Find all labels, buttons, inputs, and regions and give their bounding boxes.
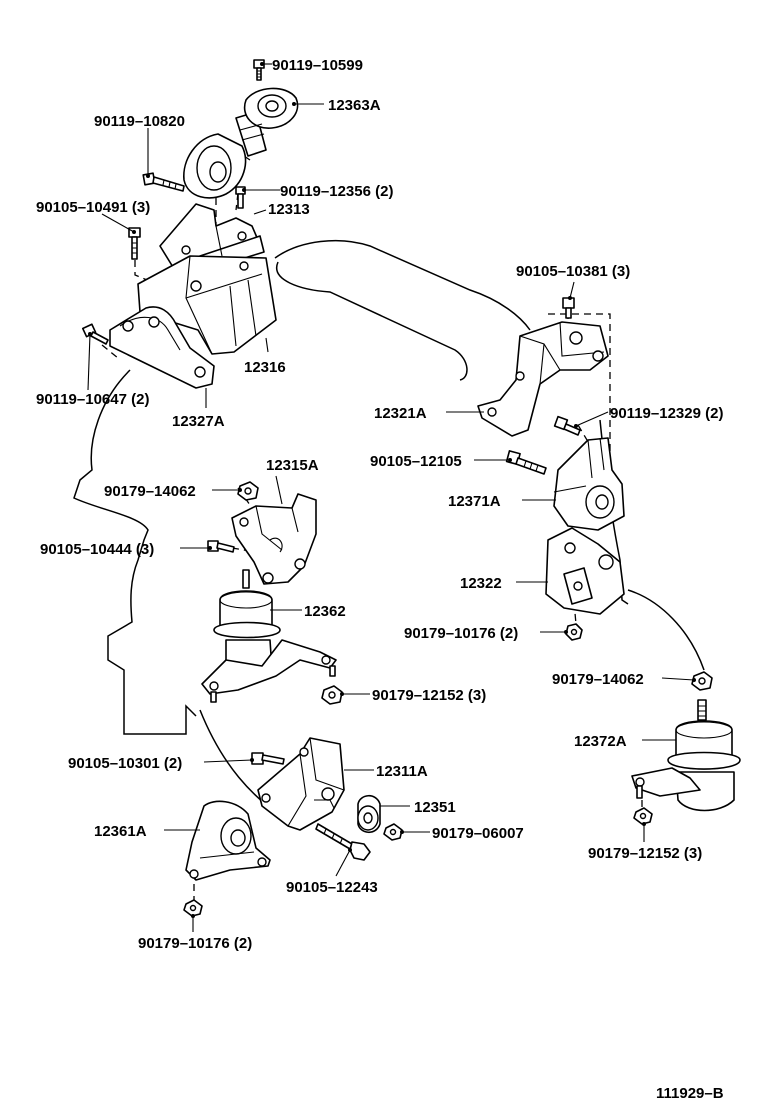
leader-lines [87,63,695,932]
label-12371A: 12371A [448,493,501,510]
label-12315A: 12315A [266,457,319,474]
label-12313: 12313 [268,201,310,218]
label-12322: 12322 [460,575,502,592]
bracket-12322 [545,527,625,615]
label-12372A: 12372A [574,733,627,750]
torque-rod-12363A [183,87,299,199]
label-90105-12243: 90105–12243 [286,879,378,896]
label-90119-10647: 90119–10647 (2) [36,391,149,408]
bolt-90119-10820 [142,172,185,192]
nut-90179-12152-left [321,685,343,705]
engine-mount-12362 [201,569,337,703]
label-90119-10820: 90119–10820 [94,113,185,130]
bracket-12327A [109,306,215,389]
label-12311A: 12311A [376,763,428,780]
part-labels: 90119–10599 12363A 90119–10820 90119–123… [36,57,724,1102]
bushing-12351 [357,794,381,834]
label-90179-12152-right: 90179–12152 (3) [588,845,702,862]
leader-dots [88,62,696,918]
bolt-90105-10381 [562,297,575,319]
label-90105-10491: 90105–10491 (3) [36,199,150,216]
bracket-12311A [257,737,345,831]
mount-12361A [185,800,271,881]
bolt-90105-10301 [251,752,285,765]
label-90105-12105: 90105–12105 [370,453,462,470]
label-90105-10301: 90105–10301 (2) [68,755,182,772]
label-12362: 12362 [304,603,346,620]
bracket-12315A [231,493,317,585]
label-12363A: 12363A [328,97,381,114]
label-90179-10176-left: 90179–10176 (2) [138,935,252,952]
drawing-number: 111929–B [656,1085,724,1102]
mount-12371A [553,437,625,531]
label-90179-12152-left: 90179–12152 (3) [372,687,486,704]
engine-mount-12372A [631,671,741,812]
bolt-90119-10647 [81,323,109,345]
label-90105-10444: 90105–10444 (3) [40,541,154,558]
nut-90179-12152-right [633,807,653,825]
label-90179-06007: 90179–06007 [432,825,524,842]
bracket-12316 [137,255,277,355]
nut-90179-10176-right [565,623,583,641]
bolt-90119-12329 [553,415,581,436]
label-12351: 12351 [414,799,456,816]
label-90105-10381: 90105–10381 (3) [516,263,630,280]
bolt-90105-10444 [207,540,235,553]
label-90119-12329: 90119–12329 (2) [610,405,723,422]
label-90179-14062-left: 90179–14062 [104,483,196,500]
label-90179-14062-right: 90179–14062 [552,671,644,688]
bracket-12321A [477,321,609,437]
label-90119-12356: 90119–12356 (2) [280,183,393,200]
bolt-90119-10599 [253,59,265,81]
nut-90179-10176-left [183,899,203,917]
nut-90179-14062-left [237,481,259,501]
label-12327A: 12327A [172,413,225,430]
label-12316: 12316 [244,359,286,376]
label-90179-10176-right: 90179–10176 (2) [404,625,518,642]
label-12361A: 12361A [94,823,147,840]
nut-90179-06007 [383,823,403,841]
label-90119-10599: 90119–10599 [272,57,363,74]
bolt-90105-12105 [505,450,547,475]
label-12321A: 12321A [374,405,427,422]
